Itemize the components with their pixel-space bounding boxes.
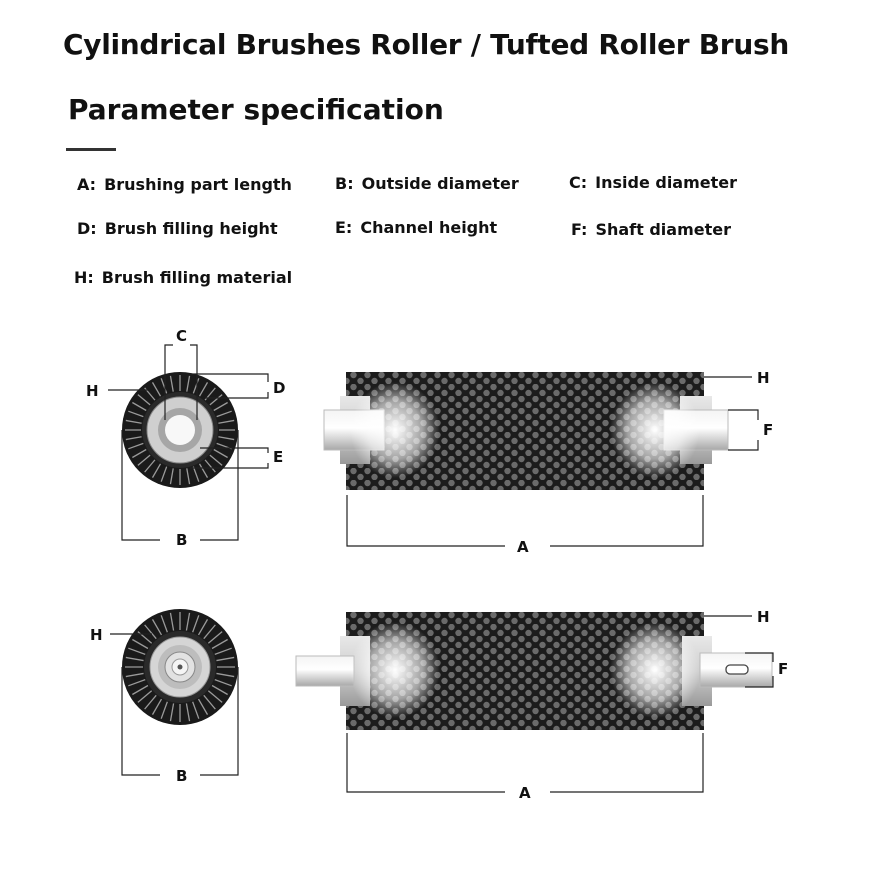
param-a: A: Brushing part length — [77, 175, 292, 194]
label-h-roller-top: H — [757, 369, 770, 387]
label-h-roller-bottom: H — [757, 608, 770, 626]
section-subtitle: Parameter specification — [68, 93, 444, 126]
param-text: Channel height — [360, 218, 498, 237]
param-text: Outside diameter — [361, 174, 519, 193]
param-b: B: Outside diameter — [335, 174, 519, 193]
label-c: C — [176, 327, 187, 345]
param-key: H: — [74, 268, 94, 287]
param-key: C: — [569, 173, 588, 192]
label-f-roller-top: F — [763, 421, 773, 439]
param-c: C: Inside diameter — [569, 173, 737, 192]
param-d: D: Brush filling height — [77, 219, 278, 238]
param-text: Shaft diameter — [595, 220, 731, 239]
param-text: Brush filling height — [104, 219, 278, 238]
param-text: Inside diameter — [595, 173, 738, 192]
label-f-roller-bottom: F — [778, 660, 788, 678]
label-b-top: B — [176, 531, 187, 549]
label-e: E — [273, 448, 283, 466]
param-key: F: — [571, 220, 588, 239]
end-view-bottom — [122, 609, 238, 725]
label-a-bottom: A — [519, 784, 531, 802]
roller-top — [323, 372, 729, 490]
page-title: Cylindrical Brushes Roller / Tufted Roll… — [63, 28, 789, 61]
roller-bottom — [295, 612, 773, 730]
param-f: F: Shaft diameter — [571, 220, 731, 239]
param-e: E: Channel height — [335, 218, 497, 237]
title-divider — [66, 148, 116, 151]
param-key: E: — [335, 218, 353, 237]
param-text: Brush filling material — [101, 268, 293, 287]
label-h-end-top: H — [86, 382, 99, 400]
label-d: D — [273, 379, 285, 397]
param-text: Brushing part length — [104, 175, 292, 194]
label-b-bottom: B — [176, 767, 187, 785]
param-key: D: — [77, 219, 97, 238]
label-h-end-bottom: H — [90, 626, 103, 644]
label-a-top: A — [517, 538, 529, 556]
param-key: B: — [335, 174, 354, 193]
dimension-lines — [108, 344, 774, 793]
param-h: H: Brush filling material — [74, 268, 292, 287]
end-view-top — [122, 372, 238, 488]
param-key: A: — [77, 175, 97, 194]
